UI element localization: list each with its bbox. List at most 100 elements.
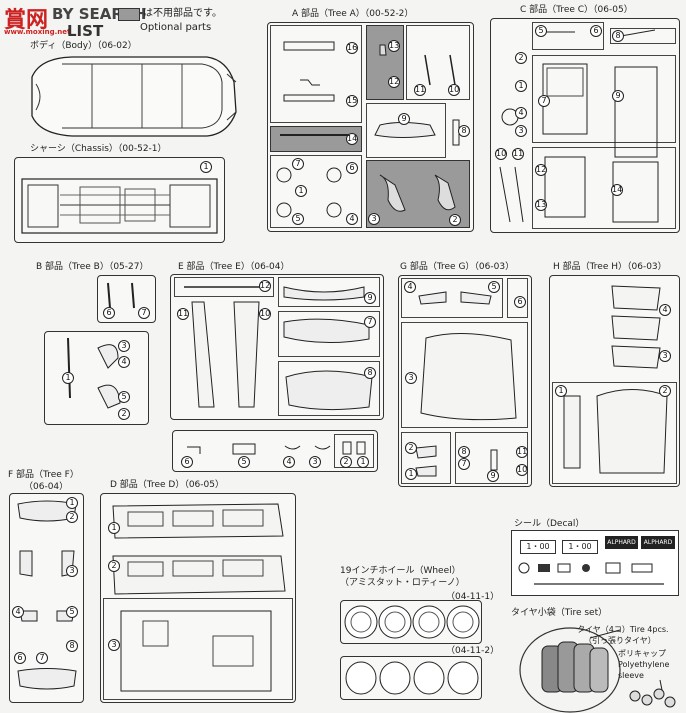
tree-b-num-1: 1	[62, 372, 74, 384]
section-tree-d-label: D 部品（Tree D）（06-05）	[110, 480, 224, 490]
section-tree-g-label: G 部品（Tree G）（06-03）	[400, 262, 515, 272]
tree-c-num-2: 2	[515, 52, 527, 64]
tree-f-num-6: 6	[14, 652, 26, 664]
tree-a-inner-10-11	[406, 25, 470, 100]
tree-g-num-6: 6	[514, 296, 526, 308]
tire-label-jp: タイヤ（4コ）Tire 4pcs.	[577, 625, 669, 634]
decal-brand-2-text: ALPHARD	[643, 539, 673, 546]
tree-g-inner-3	[401, 322, 528, 428]
tire-label-jp-2: （引っ張りタイヤ）	[584, 636, 656, 645]
tree-c-num-9: 9	[612, 90, 624, 102]
optional-parts-en: Optional parts	[140, 22, 212, 33]
decal-marks	[518, 562, 664, 585]
tree-f-num-7: 7	[36, 652, 48, 664]
tree-a-num-8: 8	[458, 125, 470, 137]
tree-c-num-14: 14	[611, 184, 623, 196]
section-tree-f-code: （06-04）	[24, 482, 69, 492]
tree-c-num-3: 3	[515, 125, 527, 137]
tree-c-num-5: 5	[535, 25, 547, 37]
section-tree-a-label: A 部品（Tree A）（00-52-2）	[292, 9, 414, 19]
tree-c-num-11: 11	[512, 148, 524, 160]
section-tree-c-label: C 部品（Tree C）（06-05）	[520, 5, 633, 15]
tree-f-num-4: 4	[12, 606, 24, 618]
tree-a-num-2: 2	[449, 214, 461, 226]
section-wheel-sub: （アミスタット・ロティーノ）	[340, 578, 465, 588]
tree-b-num-3: 3	[118, 340, 130, 352]
tree-d-num-3: 3	[108, 639, 120, 651]
tree-f-num-5: 5	[66, 606, 78, 618]
tree-h-num-4: 4	[659, 304, 671, 316]
tree-a-inner-9	[366, 103, 446, 158]
tree-e-num-11: 11	[177, 308, 189, 320]
tree-g-inner-6	[507, 278, 528, 318]
tree-g-num-4: 4	[404, 281, 416, 293]
section-decal-label: シール（Decal）	[514, 519, 585, 529]
tree-b-num-5: 5	[118, 391, 130, 403]
tree-e-num-7: 7	[364, 316, 376, 328]
tree-h-parts	[563, 285, 668, 474]
tree-e-inner-9	[278, 277, 380, 307]
tree-g-inner-8-11	[455, 432, 528, 484]
section-tree-h-label: H 部品（Tree H）（06-03）	[553, 262, 667, 272]
section-wheel-code-2: （04-11-2）	[446, 646, 500, 656]
tree-d-num-2: 2	[108, 560, 120, 572]
tree-c-inner-top	[532, 22, 604, 50]
tree-c-num-8: 8	[612, 30, 624, 42]
section-wheel-code-1: （04-11-1）	[446, 592, 500, 602]
tree-c-parts	[499, 29, 659, 223]
section-tire-title: タイヤ小袋（Tire set）	[511, 608, 608, 618]
tree-f-num-2: 2	[66, 511, 78, 523]
tree-a-num-14: 14	[346, 133, 358, 145]
tree-c-num-7: 7	[538, 95, 550, 107]
tree-a-gray-14	[270, 126, 362, 152]
tree-a-num-5: 5	[292, 213, 304, 225]
tree-h-inner-1-2	[552, 382, 677, 484]
tree-a-num-1: 1	[295, 185, 307, 197]
section-chassis-label: シャーシ（Chassis）（00-52-1）	[30, 144, 167, 154]
tree-e-inner-12	[174, 277, 274, 297]
tree-e-num-2: 2	[340, 456, 352, 468]
tree-g-num-10: 10	[516, 464, 528, 476]
tree-g-num-3: 3	[405, 372, 417, 384]
section-tree-f-label: F 部品（Tree F）	[8, 470, 79, 480]
tree-a-num-16: 16	[346, 42, 358, 54]
tree-g-num-2: 2	[405, 442, 417, 454]
tree-e-num-6: 6	[181, 456, 193, 468]
section-tree-b-label: B 部品（Tree B）（05-27）	[36, 262, 149, 272]
poly-label-en-2: sleeve	[618, 671, 644, 680]
tree-d-num-1: 1	[108, 522, 120, 534]
tree-c-num-4: 4	[515, 107, 527, 119]
tree-e-small-parts	[187, 441, 366, 455]
tree-f-num-1: 1	[66, 497, 78, 509]
tree-g-num-8: 8	[458, 446, 470, 458]
watermark-url-text: www.moxing.net	[4, 28, 71, 36]
tree-d-parts	[112, 503, 286, 692]
tire-bag-illustration	[519, 627, 676, 713]
tree-b-num-6: 6	[103, 307, 115, 319]
tree-e-num-1: 1	[357, 456, 369, 468]
tree-c-num-1: 1	[515, 80, 527, 92]
tree-g-inner-1-2	[401, 432, 451, 484]
tree-c-num-10: 10	[495, 148, 507, 160]
tree-a-num-12: 12	[388, 76, 400, 88]
wheel-set-2	[345, 661, 479, 695]
tree-b-num-7: 7	[138, 307, 150, 319]
tree-g-inner-4-5	[401, 278, 503, 318]
tree-a-num-11: 11	[414, 84, 426, 96]
tree-f-frame	[9, 493, 84, 703]
tree-e-inner-8	[278, 361, 380, 416]
tree-g-num-9: 9	[487, 470, 499, 482]
tree-g-num-11: 11	[516, 446, 528, 458]
body-illustration	[31, 56, 237, 137]
tree-c-num-13: 13	[535, 199, 547, 211]
tree-a-num-4: 4	[346, 213, 358, 225]
tree-g-num-1: 1	[405, 468, 417, 480]
tree-a-inner-1-5	[270, 155, 362, 228]
tree-d-inner-3	[103, 598, 293, 700]
tree-a-gray-12-13	[366, 25, 404, 100]
decal-plate-2: 1・00	[562, 540, 598, 554]
chassis-illustration	[21, 178, 218, 234]
tree-a-num-9: 9	[398, 113, 410, 125]
tree-f-num-8: 8	[66, 640, 78, 652]
poly-label-jp: ポリキャップ	[618, 649, 666, 658]
